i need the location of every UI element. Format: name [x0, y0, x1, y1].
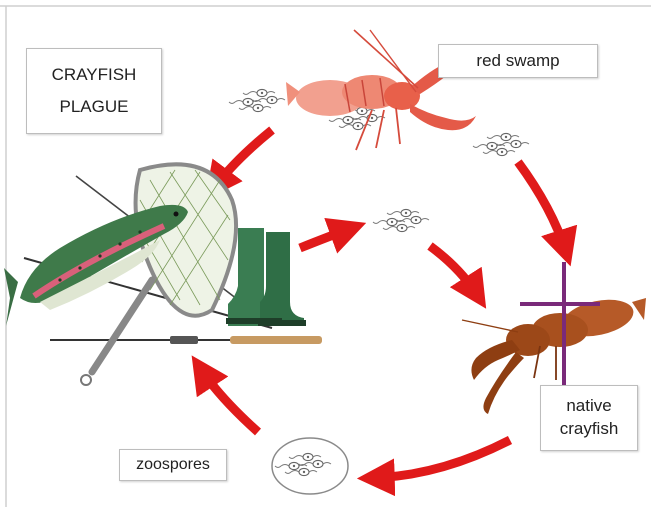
native-crayfish-label-line-2: crayfish — [560, 418, 619, 441]
arrow-gear-to-spores — [300, 228, 352, 248]
red-swamp-label-text: red swamp — [476, 50, 559, 73]
title-line-2: PLAGUE — [60, 91, 129, 123]
arrow-red-swamp-to-gear — [214, 130, 272, 188]
rubber-boots-icon — [226, 228, 306, 326]
zoospore-cluster-icon — [473, 133, 529, 155]
native-crayfish-label-line-1: native — [566, 395, 611, 418]
arrow-native-to-zoospores — [372, 440, 510, 478]
arrow-red-swamp-to-native — [518, 162, 566, 252]
zoospores-label: zoospores — [119, 449, 227, 481]
title-box: CRAYFISH PLAGUE — [26, 48, 162, 134]
native-crayfish-label: native crayfish — [540, 385, 638, 451]
zoospore-cluster-icon — [373, 209, 429, 231]
red-swamp-label: red swamp — [438, 44, 598, 78]
zoospore-cluster-icon — [229, 89, 285, 111]
arrow-zoospores-to-gear — [200, 368, 258, 432]
zoospores-bubble — [272, 438, 348, 494]
arrow-spores-to-native — [430, 246, 478, 296]
zoospores-label-text: zoospores — [136, 454, 210, 476]
title-line-1: CRAYFISH — [52, 59, 137, 91]
